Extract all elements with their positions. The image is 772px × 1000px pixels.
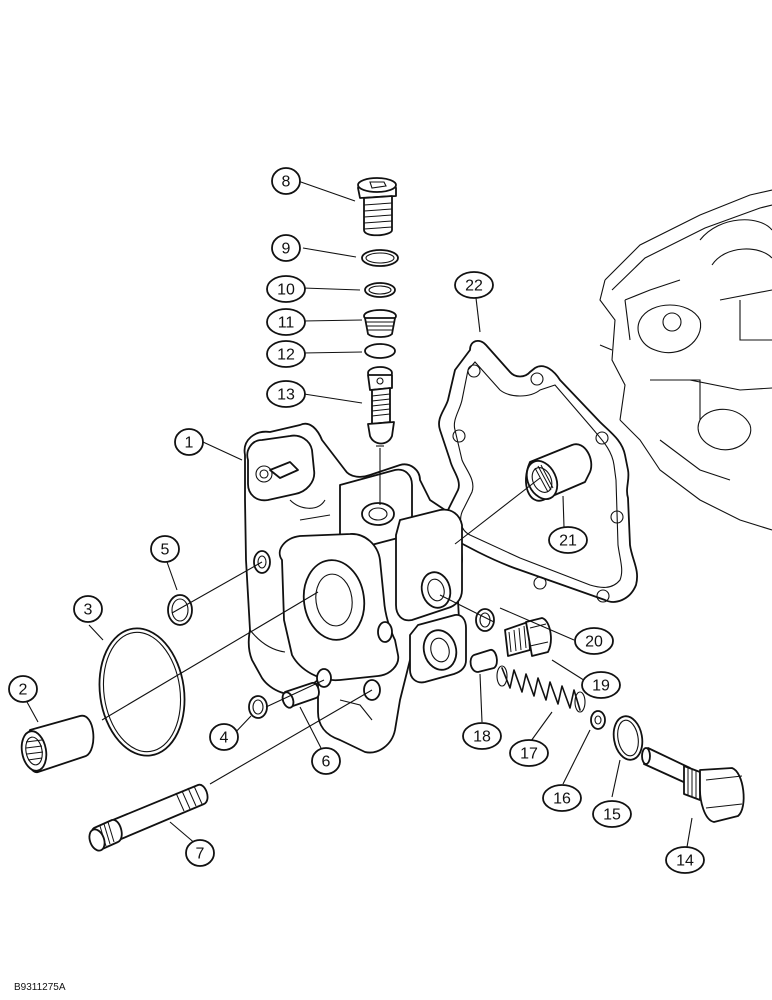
callout-16: 16: [542, 784, 582, 812]
svg-text:6: 6: [322, 754, 331, 771]
callout-15: 15: [592, 800, 632, 828]
o-ring-15: [612, 715, 644, 761]
poppet-18: [469, 649, 498, 673]
callout-7: 7: [185, 839, 215, 867]
svg-text:2: 2: [19, 682, 28, 699]
svg-text:12: 12: [277, 347, 295, 364]
svg-text:17: 17: [520, 746, 538, 763]
o-ring-20: [475, 608, 495, 632]
callout-5: 5: [150, 535, 180, 563]
svg-text:5: 5: [161, 542, 170, 559]
svg-text:1: 1: [185, 435, 194, 452]
callout-13: 13: [266, 380, 306, 408]
drawing-code: B9311275A: [14, 982, 66, 993]
callout-8: 8: [271, 167, 301, 195]
callout-11: 11: [266, 308, 306, 336]
svg-text:14: 14: [676, 853, 694, 870]
svg-text:21: 21: [559, 533, 577, 550]
relief-valve-stack: [357, 177, 399, 505]
callout-17: 17: [509, 739, 549, 767]
callout-9: 9: [271, 234, 301, 262]
bearing: [525, 443, 593, 502]
leader-lines: [26, 180, 693, 848]
svg-text:11: 11: [278, 315, 295, 332]
coupling-sleeve: [20, 715, 95, 773]
washer: [364, 343, 396, 359]
svg-text:9: 9: [282, 241, 291, 258]
svg-text:16: 16: [553, 791, 571, 808]
callout-2: 2: [8, 675, 38, 703]
callout-10: 10: [266, 275, 306, 303]
drain-plug: [641, 747, 745, 823]
plug-19: [504, 617, 552, 657]
callout-20: 20: [574, 627, 614, 655]
plug: [357, 177, 397, 237]
transmission-housing: [599, 189, 772, 531]
callout-12: 12: [266, 340, 306, 368]
svg-text:10: 10: [277, 282, 295, 299]
callout-1: 1: [174, 428, 204, 456]
spring-guide: [363, 309, 397, 338]
callout-19: 19: [581, 671, 621, 699]
callout-3: 3: [73, 595, 103, 623]
valve-poppet: [367, 366, 395, 447]
svg-text:4: 4: [220, 730, 229, 747]
bolt: [88, 783, 209, 852]
svg-text:13: 13: [277, 387, 295, 404]
o-ring-seal: [98, 627, 186, 757]
svg-text:22: 22: [465, 278, 483, 295]
pump-housing: [243, 422, 467, 754]
washer-16: [590, 710, 606, 730]
svg-text:8: 8: [282, 174, 291, 191]
callout-6: 6: [311, 747, 341, 775]
o-ring-large: [361, 249, 399, 267]
callout-22: 22: [454, 271, 494, 299]
svg-text:7: 7: [196, 846, 205, 863]
callout-4: 4: [209, 723, 239, 751]
callout-21: 21: [548, 526, 588, 554]
dowel-pin: [281, 682, 320, 709]
spring-17: [496, 665, 586, 713]
svg-text:19: 19: [592, 678, 610, 695]
svg-text:15: 15: [603, 807, 621, 824]
washer-4: [248, 695, 268, 719]
svg-text:20: 20: [585, 634, 603, 651]
callout-18: 18: [462, 722, 502, 750]
callout-14: 14: [665, 846, 705, 874]
svg-text:3: 3: [84, 602, 93, 619]
svg-text:18: 18: [473, 729, 491, 746]
